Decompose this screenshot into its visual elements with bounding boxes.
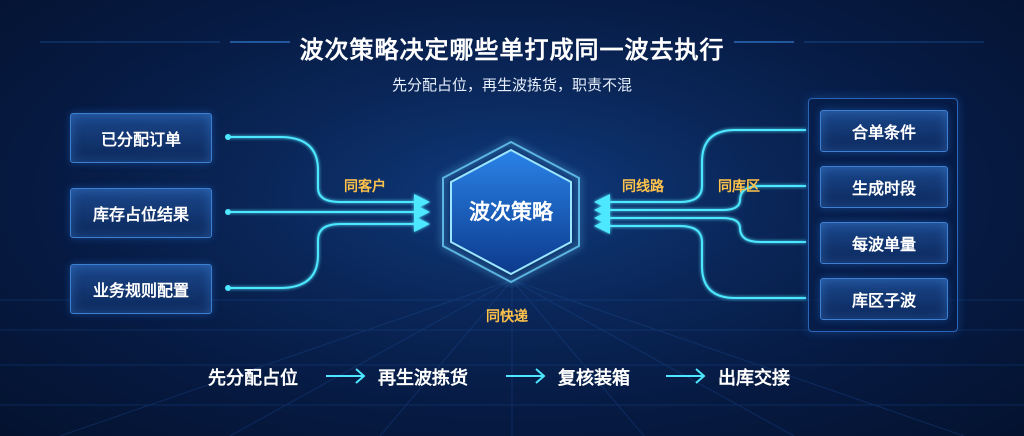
connector-output-1 <box>594 129 806 210</box>
connector-output-3 <box>594 210 806 243</box>
output-box-merge-conditions: 合单条件 <box>820 110 948 152</box>
tag-same-route: 同线路 <box>622 179 664 195</box>
flow-arrow-2 <box>506 368 546 384</box>
flow-step-3: 复核装箱 <box>558 368 630 389</box>
connector-output-4 <box>594 218 806 299</box>
flow-step-2: 再生波拣货 <box>378 368 468 389</box>
connector-dot-2 <box>225 209 231 215</box>
hub-label: 波次策略 <box>469 200 553 224</box>
diagram-title: 波次策略决定哪些单打成同一波去执行 <box>299 36 725 64</box>
connector-input-3 <box>228 216 430 289</box>
connector-dot-3 <box>225 285 231 291</box>
flow-arrow-3 <box>666 368 706 384</box>
connector-output-2 <box>594 185 806 218</box>
tag-same-zone: 同库区 <box>718 179 760 195</box>
flow-step-1: 先分配占位 <box>208 368 298 389</box>
input-box-rules: 业务规则配置 <box>70 264 212 314</box>
input-box-orders: 已分配订单 <box>70 113 212 163</box>
output-box-zone-subwave: 库区子波 <box>820 278 948 320</box>
diagram-subtitle: 先分配占位，再生波拣货，职责不混 <box>391 76 632 94</box>
connector-dot-1 <box>225 134 231 140</box>
connector-input-1 <box>228 136 430 210</box>
tag-same-customer: 同客户 <box>344 179 386 195</box>
flow-arrow-1 <box>326 368 366 384</box>
hub-hexagon <box>442 140 580 284</box>
output-box-generation-time: 生成时段 <box>820 166 948 208</box>
tag-same-express: 同快递 <box>486 309 528 325</box>
flow-step-4: 出库交接 <box>718 368 790 389</box>
input-box-inventory: 库存占位结果 <box>70 188 212 238</box>
output-box-orders-per-wave: 每波单量 <box>820 222 948 264</box>
